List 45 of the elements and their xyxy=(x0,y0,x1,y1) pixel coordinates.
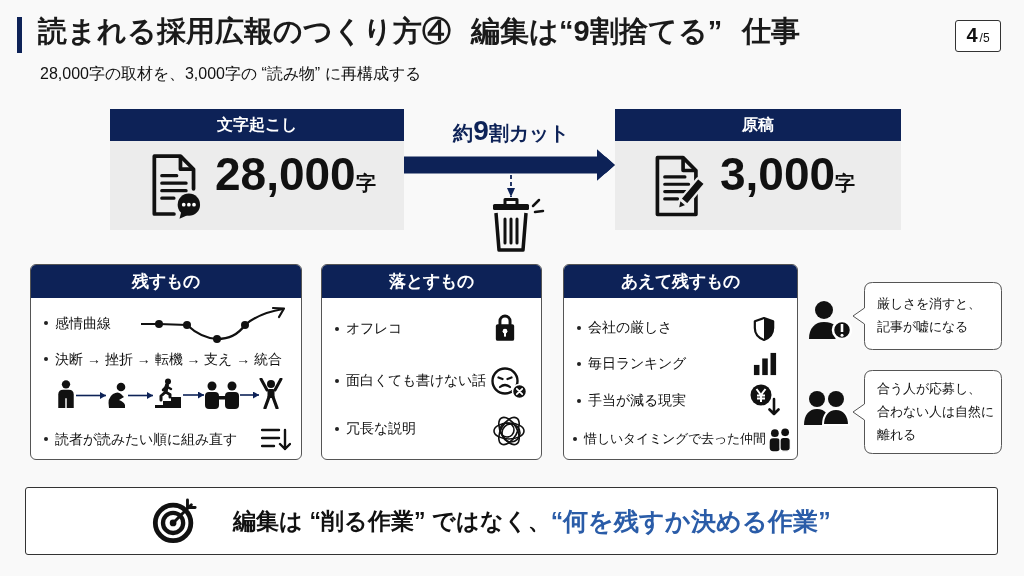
bullet-item: 惜しいタイミングで去った仲間 xyxy=(572,431,766,447)
content-card xyxy=(563,264,798,460)
speech-bubble xyxy=(852,370,1002,454)
block-arrow xyxy=(404,149,615,181)
arrow xyxy=(239,391,260,399)
bullet-item: 決断 → 挫折 → 転機 → 支え → 統合 xyxy=(43,350,283,368)
dashed-arrow xyxy=(507,174,515,198)
current-page-number: 4 xyxy=(966,24,978,47)
total-pages: /5 xyxy=(979,31,990,45)
panel-header: 原稿 xyxy=(615,109,901,141)
summary-banner xyxy=(25,487,998,555)
character-count: 3,000字 xyxy=(720,149,856,200)
emphasis-text: “何を残すか決める作業” xyxy=(550,505,831,537)
slide-title: 読まれる採用広報のつくり方④ 編集は“9割捨てる” 仕事 xyxy=(38,14,801,49)
panel-header: 文字起こし xyxy=(110,109,404,141)
content-card xyxy=(321,264,542,460)
bullet-item: 会社の厳しさ xyxy=(576,319,672,337)
card-header: あえて残すもの xyxy=(564,265,797,298)
page-counter xyxy=(955,20,1001,52)
bubble-text: 合う人が応募し、合わない人は自然に離れる xyxy=(877,379,995,444)
info-panel xyxy=(615,109,901,230)
bullet-item: 毎日ランキング xyxy=(576,355,686,373)
arrow xyxy=(127,392,154,399)
person-arms-raised-icon xyxy=(259,378,283,409)
card-header: 落とすもの xyxy=(322,265,541,298)
arrow xyxy=(182,391,205,399)
character-count: 28,000字 xyxy=(215,149,376,200)
bullet-item: オフレコ xyxy=(334,320,402,338)
info-panel xyxy=(110,109,404,230)
summary-text: 編集は “削る作業” ではなく、 xyxy=(233,506,551,536)
bullet-item: 読者が読みたい順に組み直す xyxy=(43,430,237,448)
subtitle: 28,000字の取材を、3,000字の “読み物” に再構成する xyxy=(40,64,421,84)
two-people-icon xyxy=(204,381,240,409)
bullet-item: 面白くても書けない話 xyxy=(334,372,486,390)
bubble-text: 厳しさを消すと、記事が嘘になる xyxy=(877,295,982,336)
standing-person-icon xyxy=(56,380,76,409)
arrow xyxy=(75,392,107,399)
bullet-item: 感情曲線 xyxy=(43,314,111,332)
content-card xyxy=(30,264,302,460)
bullet-item: 冗長な説明 xyxy=(334,420,416,438)
bullet-item: 手当が減る現実 xyxy=(576,392,686,410)
crouching-person-icon xyxy=(106,382,128,409)
person-climbing-stairs-icon xyxy=(153,378,183,409)
card-header: 残すもの xyxy=(31,265,301,298)
speech-bubble xyxy=(852,282,1002,350)
